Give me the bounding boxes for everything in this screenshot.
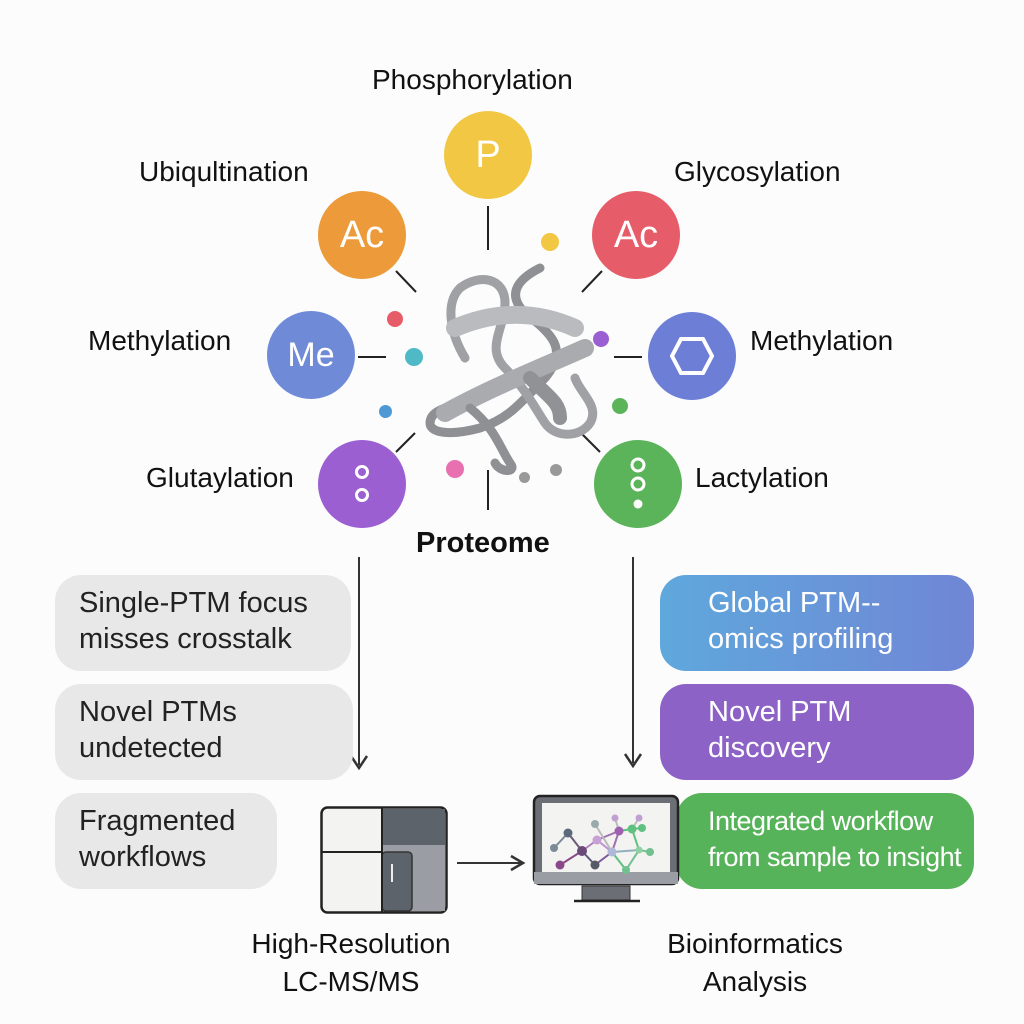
protein-ribbon-icon	[425, 263, 598, 475]
solution-line-2: discovery	[708, 732, 831, 764]
solution-line-1: Global PTM--	[708, 587, 881, 619]
challenge-line-2: workflows	[79, 841, 207, 873]
acetyl-symbol: Ac	[339, 213, 385, 256]
ptm-node-methylation-left: Me	[267, 311, 355, 399]
arrow-right-down	[632, 557, 634, 763]
ptm-node-glycosylation: Ac	[592, 191, 680, 279]
label-methylation-left: Methylation	[88, 325, 232, 356]
solution-box-integrated-workflow: Integrated workflow from sample to insig…	[676, 793, 974, 889]
decor-dot-teal	[405, 348, 423, 366]
label-ubiquitination: Ubiqultination	[139, 156, 309, 187]
ptm-node-ubiquitination: Ac	[318, 191, 406, 279]
decor-dot-pink	[446, 460, 464, 478]
challenge-line-2: undetected	[79, 732, 223, 764]
label-glycosylation: Glycosylation	[674, 156, 841, 187]
decor-dot-gray-2	[550, 464, 562, 476]
phosphate-symbol: P	[475, 133, 501, 176]
solution-line-2: from sample to insight	[708, 842, 962, 872]
decor-dot-yellow	[541, 233, 559, 251]
label-phosphorylation: Phosphorylation	[372, 64, 573, 95]
challenge-box: Single-PTM focus misses crosstalk	[55, 575, 351, 671]
caption-bioinformatics-line-2: Analysis	[702, 966, 808, 997]
proteome-label: Proteome	[416, 527, 550, 559]
arrowhead-right	[623, 753, 643, 768]
decor-dot-purple	[593, 331, 609, 347]
decor-dot-green	[612, 398, 628, 414]
ptm-node-glutaylation	[318, 440, 406, 528]
challenge-line-1: Novel PTMs	[79, 696, 237, 728]
challenge-box: Novel PTMs undetected	[55, 684, 353, 780]
label-lactylation: Lactylation	[695, 462, 829, 493]
acetyl-symbol: Ac	[613, 213, 659, 256]
caption-bioinformatics-line-1: Bioinformatics	[667, 928, 843, 959]
ptm-node-lactylation	[594, 440, 682, 528]
caption-lc-ms: High-Resolution LC-MS/MS	[226, 925, 476, 1001]
caption-lc-ms-line-2: LC-MS/MS	[282, 966, 420, 997]
solution-line-2: omics profiling	[708, 623, 894, 655]
arrowhead-left	[349, 755, 369, 770]
solution-line-1: Novel PTM	[708, 696, 852, 728]
decor-dot-blue	[379, 405, 392, 418]
solution-box-global-profiling: Global PTM-- omics profiling	[660, 575, 974, 671]
decor-dot-red	[387, 311, 403, 327]
ptm-node-phosphorylation: P	[444, 111, 532, 199]
mass-spectrometer-icon	[320, 806, 448, 914]
hexagon-icon	[670, 336, 714, 376]
rings-and-dot-icon	[628, 456, 648, 512]
two-rings-icon	[352, 462, 372, 506]
arrow-ms-to-bioinformatics	[457, 854, 526, 872]
challenge-line-1: Fragmented	[79, 805, 236, 837]
arrow-left-down	[358, 557, 360, 765]
computer-monitor-network-icon	[532, 794, 680, 903]
challenge-line-1: Single-PTM focus	[79, 587, 308, 619]
decor-dot-gray-1	[519, 472, 530, 483]
label-glutaylation: Glutaylation	[146, 462, 294, 493]
ptm-node-methylation-right	[648, 312, 736, 400]
caption-bioinformatics: Bioinformatics Analysis	[630, 925, 880, 1001]
challenge-box: Fragmented workflows	[55, 793, 277, 889]
methyl-symbol: Me	[287, 335, 335, 374]
caption-lc-ms-line-1: High-Resolution	[251, 928, 451, 959]
challenge-line-2: misses crosstalk	[79, 623, 292, 655]
label-methylation-right: Methylation	[750, 325, 894, 356]
solution-box-novel-discovery: Novel PTM discovery	[660, 684, 974, 780]
solution-line-1: Integrated workflow	[708, 806, 933, 836]
